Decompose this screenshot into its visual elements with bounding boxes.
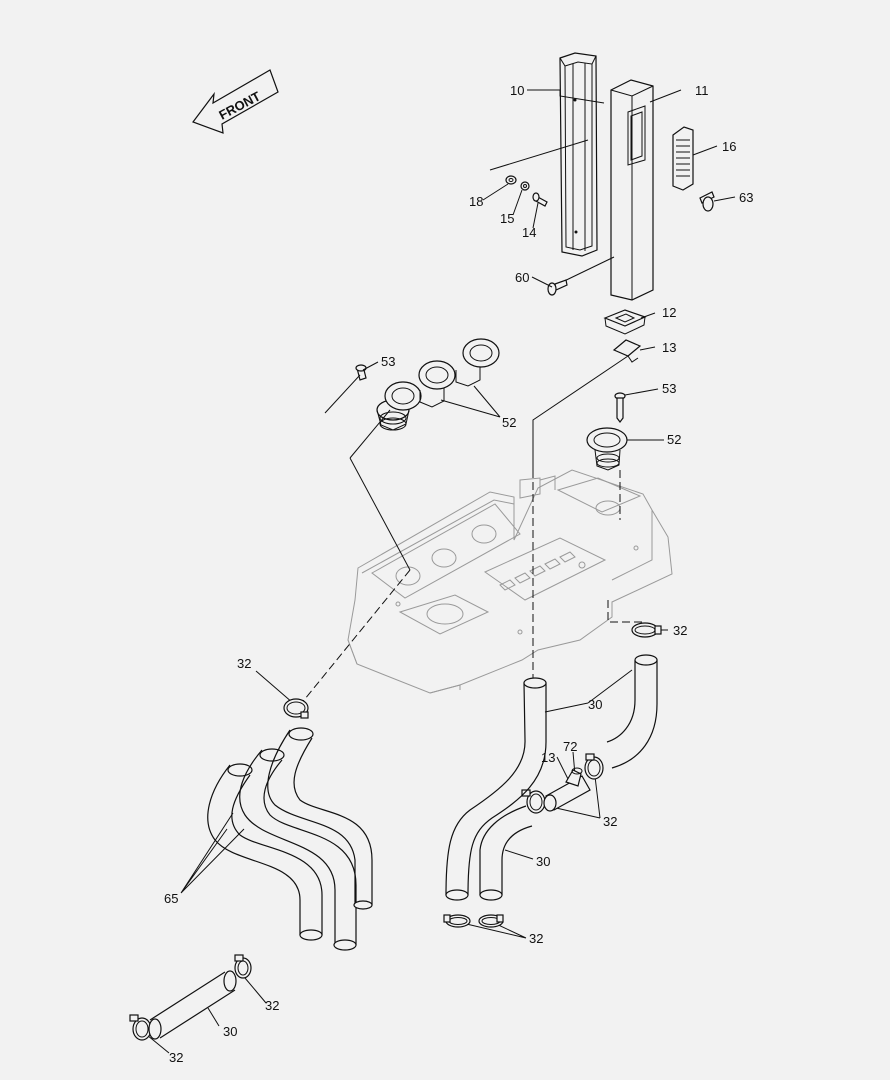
callout-30-middle: 30 — [536, 854, 550, 869]
callout-60: 60 — [515, 270, 529, 285]
bolt-14 — [532, 192, 548, 207]
callout-11: 11 — [695, 83, 709, 98]
callout-13-bottom: 13 — [541, 750, 555, 765]
callout-12: 12 — [662, 305, 676, 320]
hose-30-bottom — [148, 970, 237, 1040]
callout-52-left: 52 — [502, 415, 516, 430]
callout-32-bottom-center: 32 — [529, 931, 543, 946]
vent-nozzle-52 — [586, 427, 628, 471]
callout-72: 72 — [563, 739, 577, 754]
hose-65 — [239, 748, 357, 951]
washer-18 — [505, 175, 517, 185]
bolt-60 — [547, 256, 615, 296]
washer-15 — [520, 181, 530, 191]
hose-65 — [207, 763, 323, 941]
screw-63 — [699, 191, 715, 212]
callout-65: 65 — [164, 891, 178, 906]
callout-32-bottom-left: 32 — [169, 1050, 183, 1065]
hose-30 — [445, 677, 547, 901]
callout-16: 16 — [722, 139, 736, 154]
callout-13-top: 13 — [662, 340, 676, 355]
callout-labels: 10 11 16 63 18 15 14 60 12 13 53 53 52 5… — [164, 83, 753, 1065]
callout-32-middle: 32 — [603, 814, 617, 829]
hose-clamp-32 — [584, 753, 604, 780]
callout-30-top: 30 — [588, 697, 602, 712]
column-housing-11 — [610, 79, 654, 301]
callout-32-top-right: 32 — [673, 623, 687, 638]
callout-53-left: 53 — [381, 354, 395, 369]
callout-18: 18 — [469, 194, 483, 209]
bezel-12 — [603, 309, 647, 335]
callout-63: 63 — [739, 190, 753, 205]
hose-clamp-32 — [443, 914, 471, 928]
callout-52-right: 52 — [667, 432, 681, 447]
leader-lines — [146, 89, 736, 1054]
callout-53-right: 53 — [662, 381, 676, 396]
callout-14: 14 — [522, 225, 536, 240]
front-arrow-icon: FRONT — [192, 69, 279, 134]
callout-10: 10 — [510, 83, 524, 98]
column-channel-10 — [559, 52, 598, 257]
hose-clamp-32 — [234, 954, 252, 979]
screw-53-right — [614, 392, 626, 423]
callout-15: 15 — [500, 211, 514, 226]
hose-30 — [606, 654, 658, 769]
callout-32-bottom-right: 32 — [265, 998, 279, 1013]
hose-clamp-32 — [521, 789, 546, 814]
dashboard-panel — [347, 469, 673, 694]
hose-clamp-32 — [283, 698, 309, 719]
hose-clamp-32 — [478, 914, 504, 928]
hose-clamp-32 — [631, 622, 662, 638]
tee-fitting-72 — [543, 767, 591, 812]
hose-65 — [267, 727, 373, 910]
callout-32-left: 32 — [237, 656, 251, 671]
grille-panel-16 — [672, 126, 694, 191]
clip-13 — [612, 339, 642, 363]
callout-30-bottom: 30 — [223, 1024, 237, 1039]
vent-nozzle-cluster-52 — [376, 338, 500, 431]
hose-clamp-32 — [129, 1014, 152, 1041]
hose-30 — [479, 805, 533, 901]
